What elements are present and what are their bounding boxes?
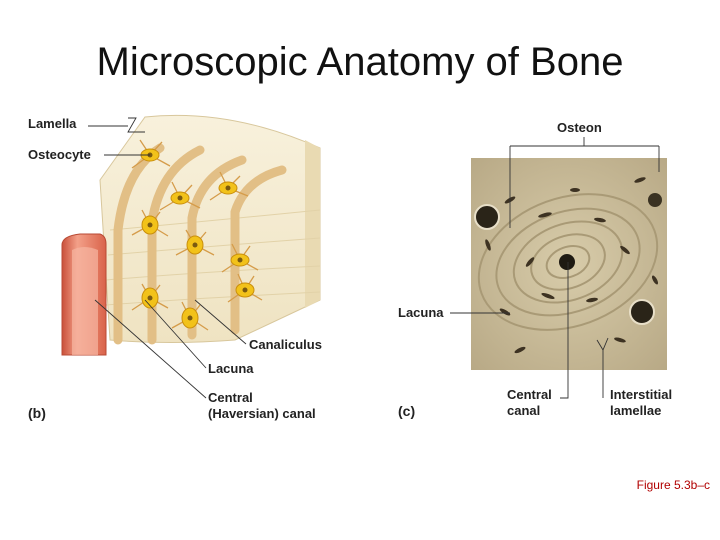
panel-b-tag: (b) (28, 405, 46, 421)
bone-block-body (99, 114, 321, 343)
label-central-canal-b-line1: Central (208, 390, 253, 405)
label-interstitial-line1: Interstitial (610, 387, 673, 402)
label-lamella: Lamella (28, 116, 77, 131)
micrograph-central-canal (559, 254, 575, 270)
lamellar-layers (105, 209, 321, 306)
page-title: Microscopic Anatomy of Bone (96, 40, 624, 84)
label-central-canal-c-line1: Central (507, 387, 552, 402)
osteocyte-nuclei (147, 152, 248, 321)
label-osteon: Osteon (557, 120, 602, 135)
label-interstitial-line2: lamellae (610, 403, 662, 418)
label-canaliculus: Canaliculus (249, 337, 322, 352)
panel-c-leader-lines (450, 137, 660, 399)
label-central-canal-c-line2: canal (507, 403, 541, 418)
central-canal-inner (72, 247, 98, 355)
label-osteocyte: Osteocyte (28, 147, 91, 162)
osteon-rings (477, 193, 659, 331)
figure-caption: Figure 5.3b–c (636, 478, 710, 492)
osteon-micrograph (471, 158, 667, 370)
micrograph-canal-2 (474, 204, 500, 230)
label-central-canal-b-line2: (Haversian) canal (208, 406, 316, 421)
canaliculi-network (131, 139, 263, 331)
label-lacuna-b: Lacuna (208, 361, 254, 376)
bone-block-side (305, 140, 320, 308)
panel-c-tag: (c) (398, 403, 416, 419)
panel-b-leader-lines (88, 117, 247, 399)
micrograph-canal-4 (648, 193, 662, 207)
label-lacuna-c: Lacuna (398, 305, 444, 320)
bone-block-illustration (61, 114, 321, 356)
micrograph-canal-3 (629, 299, 655, 325)
